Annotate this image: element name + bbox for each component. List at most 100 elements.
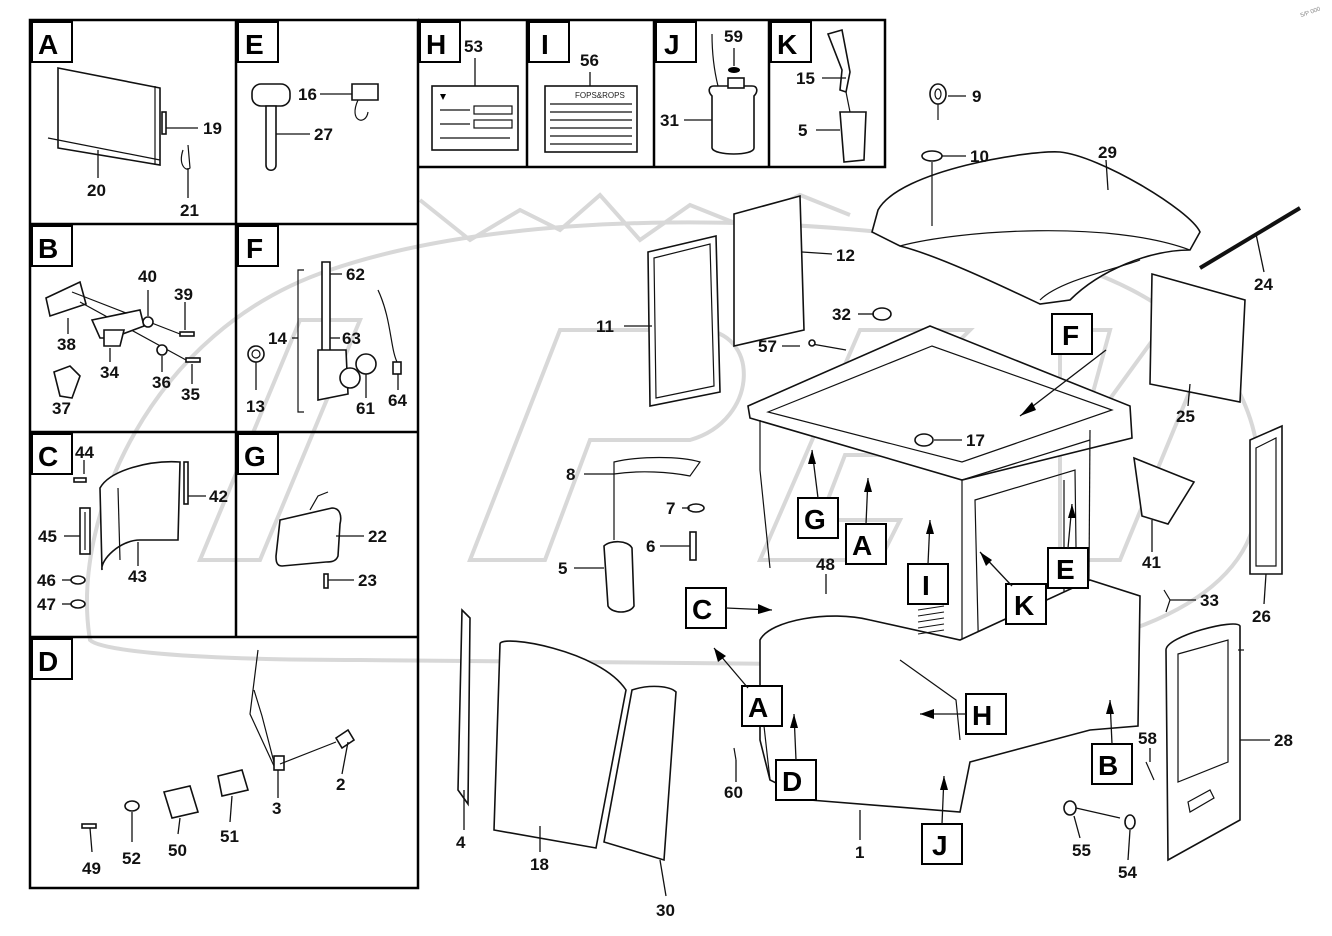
panel-A: A 19 20 21 — [31, 21, 222, 220]
panel-grid — [28, 18, 887, 890]
part-label-10: 10 — [970, 147, 989, 166]
part-label-36: 36 — [152, 373, 171, 392]
part-label-47: 47 — [37, 595, 56, 614]
part-label-52: 52 — [122, 849, 141, 868]
panel-G-letter: G — [244, 441, 266, 472]
panel-K-letter: K — [777, 29, 797, 60]
part-label-57: 57 — [758, 337, 777, 356]
panel-12 — [733, 194, 805, 348]
part-label-24: 24 — [1254, 275, 1273, 294]
part-label-29: 29 — [1098, 143, 1117, 162]
part-label-21: 21 — [180, 201, 199, 220]
part-label-9: 9 — [972, 87, 981, 106]
part-label-63: 63 — [342, 329, 361, 348]
main-exploded-view — [457, 83, 1302, 862]
part-label-H: H — [972, 700, 992, 731]
panel-E-letter: E — [245, 29, 264, 60]
part-label-8: 8 — [566, 465, 575, 484]
part-label-38: 38 — [57, 335, 76, 354]
part-label-B: B — [1098, 750, 1118, 781]
part-label-17: 17 — [966, 431, 985, 450]
part-label-53: 53 — [464, 37, 483, 56]
part-label-26: 26 — [1252, 607, 1271, 626]
panel-F: F 62 14 63 13 61 64 — [237, 225, 407, 418]
part-label-14: 14 — [268, 329, 287, 348]
part-label-5: 5 — [798, 121, 807, 140]
part-label-F: F — [1062, 320, 1079, 351]
part-label-30: 30 — [656, 901, 675, 920]
part-label-2: 2 — [336, 775, 345, 794]
part-label-62: 62 — [346, 265, 365, 284]
panel-H-letter: H — [426, 29, 446, 60]
part-label-34: 34 — [100, 363, 119, 382]
door-frame-11 — [647, 234, 721, 407]
panel-D-letter: D — [38, 646, 58, 677]
part-label-39: 39 — [174, 285, 193, 304]
part-label-54: 54 — [1118, 863, 1137, 882]
part-label-6: 6 — [646, 537, 655, 556]
part-label-C: C — [692, 594, 712, 625]
part-label-48: 48 — [816, 555, 835, 574]
part-label-31: 31 — [660, 111, 679, 130]
part-label-16: 16 — [298, 85, 317, 104]
panel-D: D 2 3 49 52 50 51 — [31, 638, 356, 878]
main-leaders — [463, 95, 1270, 897]
part-label-K: K — [1014, 590, 1034, 621]
part-label-43: 43 — [128, 567, 147, 586]
part-label-13: 13 — [246, 397, 265, 416]
part-label-58: 58 — [1138, 729, 1157, 748]
cab-frame-top — [747, 325, 1133, 481]
side-panel-30 — [603, 685, 677, 862]
panel-I-letter: I — [541, 29, 549, 60]
part-label-5: 5 — [558, 559, 567, 578]
part-label-35: 35 — [181, 385, 200, 404]
part-label-56: 56 — [580, 51, 599, 70]
panel-J: J 59 31 — [655, 21, 758, 155]
part-label-7: 7 — [666, 499, 675, 518]
panel-A-letter: A — [38, 29, 58, 60]
panel-K: K 15 5 — [770, 21, 867, 163]
part-label-33: 33 — [1200, 591, 1219, 610]
part-label-27: 27 — [314, 125, 333, 144]
part-label-41: 41 — [1142, 553, 1161, 572]
panel-E: E 16 27 — [237, 21, 379, 172]
corner-mark: 5/P 000 — [1300, 6, 1322, 19]
panel-B-letter: B — [38, 233, 58, 264]
part-label-50: 50 — [168, 841, 187, 860]
part-label-D: D — [782, 766, 802, 797]
part-label-55: 55 — [1072, 841, 1091, 860]
panel-H: H 53 — [419, 21, 519, 151]
part-label-45: 45 — [38, 527, 57, 546]
side-panel-4 — [457, 608, 471, 807]
panel-G: G 22 23 — [237, 433, 387, 590]
panel-C-letter: C — [38, 441, 58, 472]
part-label-1: 1 — [855, 843, 864, 862]
part-label-11: 11 — [596, 317, 614, 336]
part-label-12: 12 — [836, 246, 855, 265]
part-label-49: 49 — [82, 859, 101, 878]
part-label-59: 59 — [724, 27, 743, 46]
panel-F-letter: F — [246, 233, 263, 264]
part-label-22: 22 — [368, 527, 387, 546]
part-label-42: 42 — [209, 487, 228, 506]
door-28 — [1165, 623, 1241, 862]
panel-C: C 44 42 45 43 46 47 — [31, 433, 228, 614]
main-part-numbers: 9 10 29 24 12 11 32 57 17 25 8 7 6 5 41 … — [456, 87, 1293, 920]
part-label-60: 60 — [724, 783, 743, 802]
panel-J-letter: J — [664, 29, 680, 60]
part-label-51: 51 — [220, 827, 239, 846]
part-label-23: 23 — [358, 571, 377, 590]
side-panel-18 — [493, 640, 627, 849]
part-label-32: 32 — [832, 305, 851, 324]
part-label-A: A — [748, 692, 768, 723]
part-label-FOPS&ROPS: FOPS&ROPS — [575, 91, 625, 100]
part-label-46: 46 — [37, 571, 56, 590]
panel-B: B 40 39 38 34 36 35 37 — [31, 225, 201, 418]
part-label-I: I — [922, 570, 930, 601]
part-label-4: 4 — [456, 833, 466, 852]
part-label-J: J — [932, 830, 948, 861]
panel-I: I 56 FOPS&ROPS — [528, 21, 638, 153]
part-label-19: 19 — [203, 119, 222, 138]
part-label-15: 15 — [796, 69, 815, 88]
